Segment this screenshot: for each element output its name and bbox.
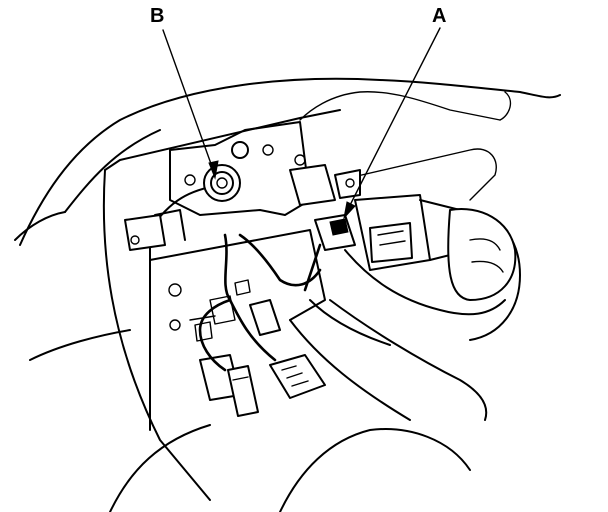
callout-arrow-a (343, 201, 356, 220)
callout-label-b: B (150, 5, 164, 27)
bolt-b (203, 164, 241, 202)
callout-arrow-b (208, 160, 219, 180)
center-bolt-plate (169, 121, 311, 216)
wiring-harness (189, 233, 322, 372)
steering-wheel-hub-body (102, 91, 521, 501)
right-mount-bracket (289, 164, 361, 206)
callout-label-a: A (432, 5, 446, 27)
right-spoke-switch (309, 208, 517, 346)
connector-a (314, 194, 471, 271)
lower-left-connector (227, 365, 259, 417)
callout-line-b (162, 29, 216, 176)
steering-wheel-rim (14, 77, 561, 512)
lower-connector (269, 354, 326, 399)
left-mount-bracket (124, 209, 186, 251)
callout-line-a (344, 27, 441, 216)
callout-lines (162, 27, 441, 220)
